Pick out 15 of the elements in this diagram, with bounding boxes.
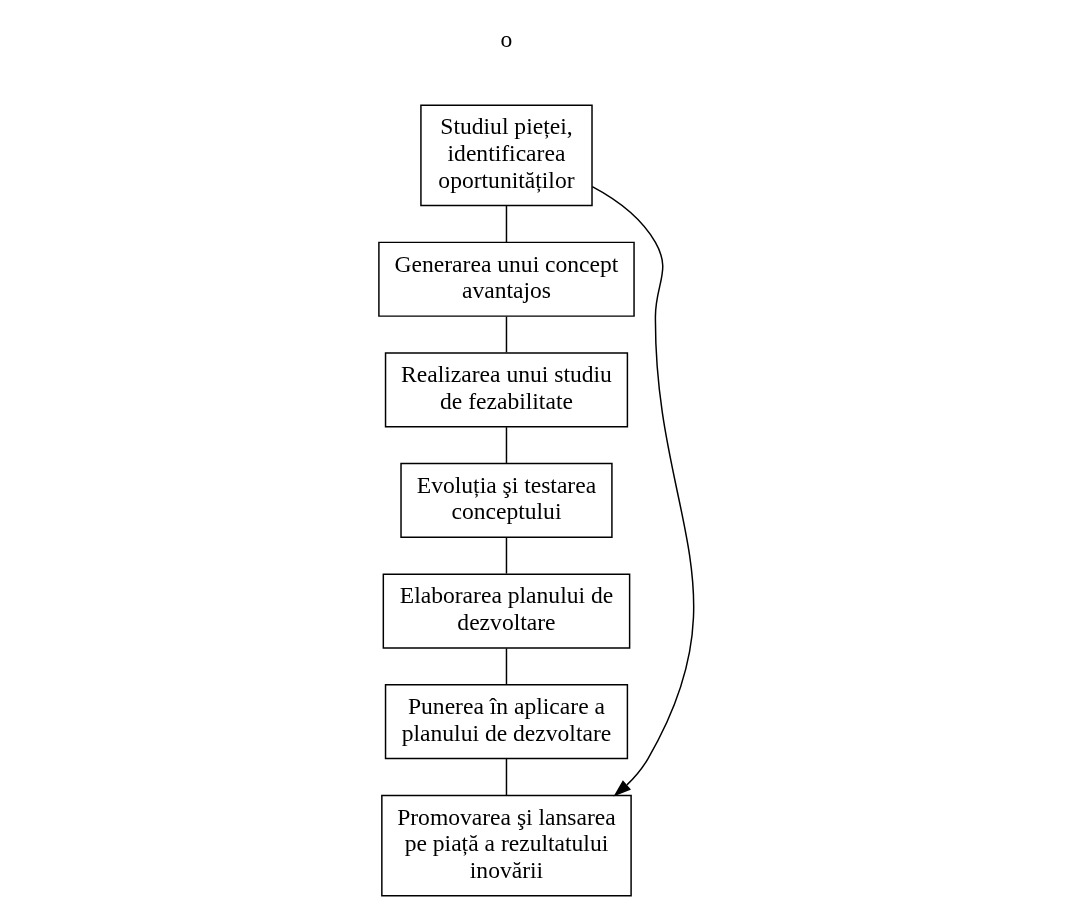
node-box: Generarea unui concept avantajos	[377, 241, 635, 317]
connector	[505, 537, 507, 575]
connector	[505, 426, 507, 464]
connector	[505, 315, 507, 354]
node-box: Elaborarea planului de dezvoltare	[382, 573, 630, 649]
arrow	[591, 185, 694, 797]
node-box: Promovarea şi lansarea pe piață a rezultatului inovării	[380, 794, 632, 897]
connector	[505, 647, 507, 685]
connector	[505, 205, 507, 243]
node-box: Realizarea unui studiu de fezabilitate	[384, 352, 628, 428]
connector	[505, 758, 507, 797]
label: o	[500, 26, 512, 53]
node-box: Punerea în aplicare a planului de dezvoltare	[384, 684, 628, 760]
node-box: Evoluția şi testarea conceptului	[399, 462, 613, 539]
node-box: Studiul pieței, identificarea oportunităților	[419, 104, 593, 207]
